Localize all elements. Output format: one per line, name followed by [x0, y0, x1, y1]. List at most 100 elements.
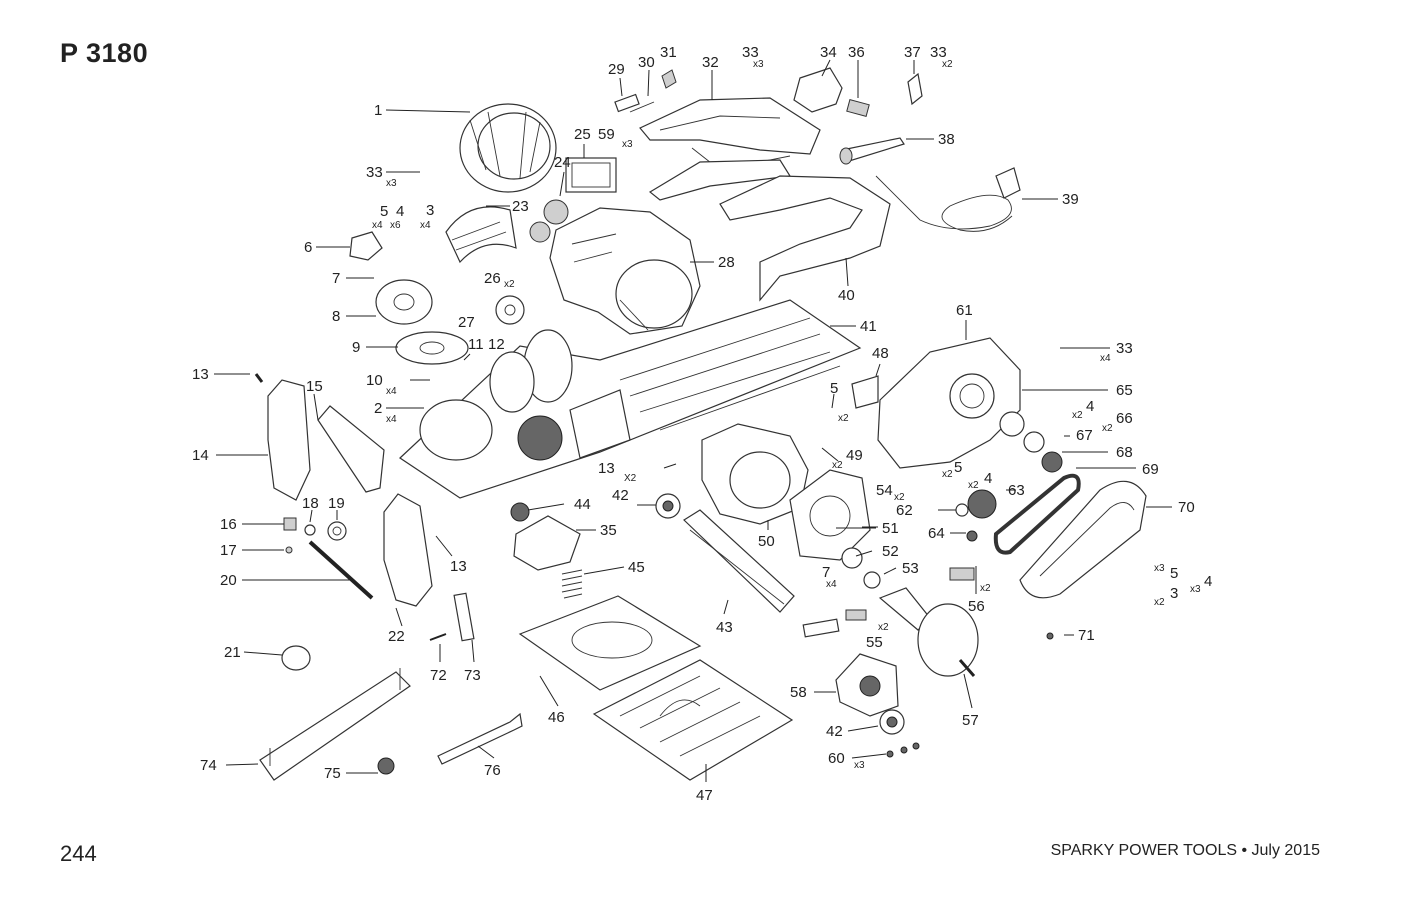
qty-4-b: x2: [1072, 410, 1083, 421]
qty-3-a: x4: [420, 220, 431, 231]
label-41: 41: [860, 318, 877, 335]
label-33-b: 33: [742, 44, 759, 61]
label-69: 69: [1142, 461, 1159, 478]
part-40-rear-handle: [719, 175, 891, 302]
qty-3-b: x2: [1154, 597, 1165, 608]
part-60-screws: [886, 750, 894, 758]
part-65-washer: [999, 411, 1025, 437]
leader-lines: [214, 59, 1172, 782]
part-25-label: [565, 157, 617, 193]
part-42-bearing-top: [655, 493, 681, 519]
part-19-ring: [327, 521, 347, 541]
part-23-guard: [445, 206, 517, 264]
qty-66: x2: [1102, 423, 1113, 434]
label-47: 47: [696, 787, 713, 804]
label-38: 38: [938, 131, 955, 148]
footer-brand-date: SPARKY POWER TOOLS • July 2015: [1050, 842, 1320, 859]
qty-60: x3: [854, 760, 865, 771]
label-9: 9: [352, 339, 360, 356]
part-64-pinion: [966, 530, 978, 542]
label-3-a: 3: [426, 202, 434, 219]
page-title: P 3180: [60, 38, 149, 68]
part-52-bearing: [841, 547, 863, 569]
label-40: 40: [838, 287, 855, 304]
label-5-c: 5: [954, 459, 962, 476]
part-53-bearing: [863, 571, 881, 589]
qty-55: x2: [878, 622, 889, 633]
label-7-b: 7: [822, 564, 830, 581]
label-58: 58: [790, 684, 807, 701]
label-43: 43: [716, 619, 733, 636]
part-68-pulley-small: [1041, 451, 1063, 473]
qty-54: x2: [894, 492, 905, 503]
label-76: 76: [484, 762, 501, 779]
part-18-washer: [304, 524, 316, 536]
part-69-belt: [993, 473, 1081, 555]
label-59: 59: [598, 126, 615, 143]
part-14-side-handle-bracket: [267, 379, 311, 501]
part-74-guide-fence: [259, 671, 411, 781]
label-63: 63: [1008, 482, 1025, 499]
part-44-gear: [510, 502, 530, 522]
qty-33-b: x3: [753, 59, 764, 70]
label-31: 31: [660, 44, 677, 61]
part-34-switch-assembly: [793, 67, 843, 113]
qty-26: x2: [504, 279, 515, 290]
part-21-dust-adapter: [281, 645, 311, 671]
qty-4-a: x6: [390, 220, 401, 231]
part-27-washer: [495, 295, 525, 325]
qty-56: x2: [980, 583, 991, 594]
label-13-c: 13: [598, 460, 615, 477]
label-68: 68: [1116, 444, 1133, 461]
label-46: 46: [548, 709, 565, 726]
label-39: 39: [1062, 191, 1079, 208]
label-6: 6: [304, 239, 312, 256]
label-4-b: 4: [1086, 398, 1094, 415]
part-32-handle-top: [639, 97, 821, 155]
qty-13-c: X2: [624, 473, 637, 484]
qty-59: x3: [622, 139, 633, 150]
part-35-holder: [513, 515, 581, 571]
qty-10: x4: [386, 386, 397, 397]
label-12: 12: [488, 336, 505, 353]
label-13-a: 13: [192, 366, 209, 383]
label-50: 50: [758, 533, 775, 550]
label-36: 36: [848, 44, 865, 61]
label-72: 72: [430, 667, 447, 684]
label-37: 37: [904, 44, 921, 61]
part-17-nut: [285, 546, 293, 554]
label-42-a: 42: [612, 487, 629, 504]
part-1-housing-cover: [459, 103, 557, 193]
label-15: 15: [306, 378, 323, 395]
label-53: 53: [902, 560, 919, 577]
label-57: 57: [962, 712, 979, 729]
label-7-a: 7: [332, 270, 340, 287]
part-42-bearing-bottom: [879, 709, 905, 735]
label-66: 66: [1116, 410, 1133, 427]
label-19: 19: [328, 495, 345, 512]
label-20: 20: [220, 572, 237, 589]
part-45-spring: [561, 569, 583, 599]
label-5-d: 5: [1170, 565, 1178, 582]
label-2: 2: [374, 400, 382, 417]
part-72-pin: [429, 633, 447, 641]
part-16-bolt: [283, 517, 297, 531]
part-43-roller: [683, 509, 795, 613]
part-67-washer: [1023, 431, 1045, 453]
label-17: 17: [220, 542, 237, 559]
label-32: 32: [702, 54, 719, 71]
parts-drawing: [254, 67, 1147, 781]
label-21: 21: [224, 644, 241, 661]
part-48-plate: [851, 375, 879, 409]
label-16: 16: [220, 516, 237, 533]
label-70: 70: [1178, 499, 1195, 516]
part-number-labels: 1 33 x3 5 x4 4 x6 3 x4 6 7 8 9 11 12 10 …: [192, 44, 1212, 804]
part-51-gasket: [789, 469, 871, 561]
label-24: 24: [554, 154, 571, 171]
label-3-b: 3: [1170, 585, 1178, 602]
part-70-belt-cover: [1019, 480, 1147, 599]
label-33-a: 33: [366, 164, 383, 181]
label-55: 55: [866, 634, 883, 651]
qty-49: x2: [832, 460, 843, 471]
